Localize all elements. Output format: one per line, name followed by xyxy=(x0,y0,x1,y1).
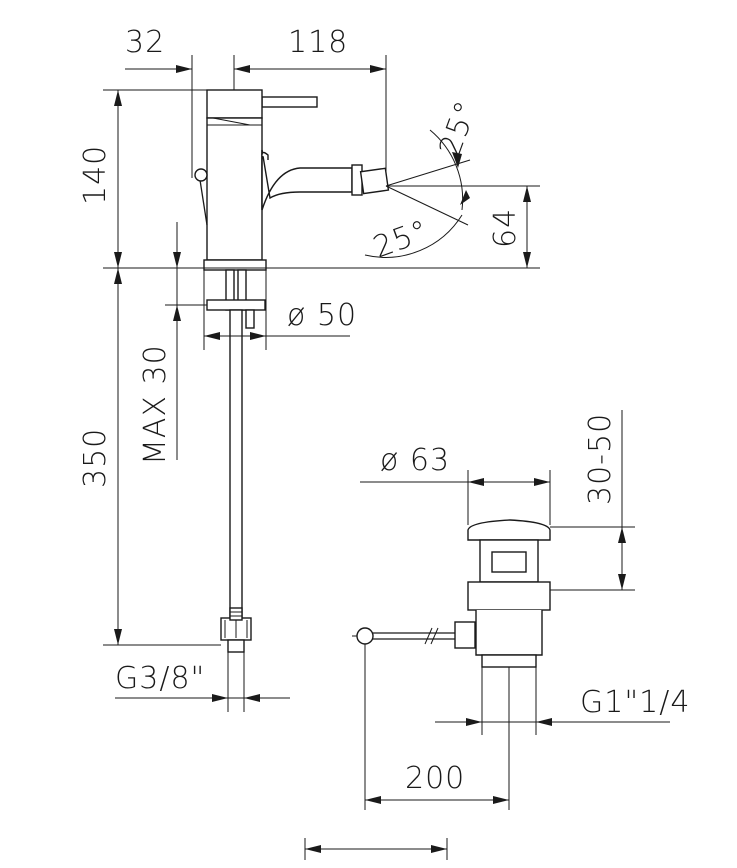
dim-hole-diameter: ø 50 xyxy=(287,298,357,333)
pop-up-waste xyxy=(352,519,551,668)
aerator xyxy=(351,164,363,196)
mixer-cap xyxy=(206,89,263,119)
waste-dimensions: ø 63 30-50 G1"1/4 200 xyxy=(304,410,690,860)
rod-knob xyxy=(356,627,374,645)
dim-spout-offset: 32 xyxy=(125,25,165,60)
waste-cap xyxy=(467,519,551,541)
dim-max-deck: MAX 30 xyxy=(138,344,173,465)
dim-total-height: 140 xyxy=(78,145,113,205)
dim-waste-stroke: 30-50 xyxy=(583,413,618,505)
flex-hose xyxy=(229,309,243,621)
popup-knob xyxy=(194,168,208,182)
dim-angle-down: 25° xyxy=(369,213,434,265)
dim-hose-thread: G3/8" xyxy=(115,661,205,696)
mixer-dimensions: 32 118 140 64 25° 25° MAX 30 xyxy=(78,25,540,712)
dim-waste-diameter: ø 63 xyxy=(380,443,450,478)
mixer-spout xyxy=(261,149,353,211)
bidet-mixer xyxy=(194,89,390,653)
dim-outlet-height: 64 xyxy=(488,208,523,248)
waste-thread xyxy=(481,654,537,668)
mixer-lever xyxy=(261,96,318,108)
dim-rod-length: 200 xyxy=(405,761,465,796)
waste-body xyxy=(467,581,551,611)
fixing-nut xyxy=(206,299,266,311)
dim-spout-reach: 118 xyxy=(288,25,348,60)
dim-angle-up: 25° xyxy=(433,96,485,161)
mixer-base xyxy=(203,259,267,271)
dim-waste-thread: G1"1/4 xyxy=(580,685,690,720)
mixer-body xyxy=(206,117,263,261)
dim-hose-length: 350 xyxy=(78,428,113,488)
